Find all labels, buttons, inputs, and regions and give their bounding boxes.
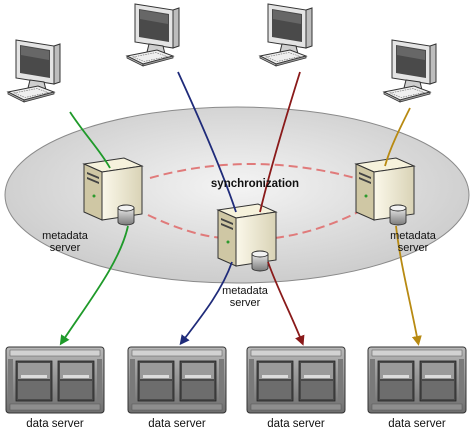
data-server-1-label: data server <box>26 418 84 430</box>
client-computer-3 <box>259 3 313 67</box>
sync-link-center-right <box>274 209 363 239</box>
metadata-server-right-line1: metadata <box>390 230 436 242</box>
client-computer-1 <box>7 39 61 103</box>
metadata-server-center-line2: server <box>229 297 261 309</box>
metadata-server-center-label: metadata server <box>200 285 290 309</box>
client-computer-2 <box>126 3 180 67</box>
metadata-server-left <box>83 157 143 226</box>
flow-line-gold <box>384 107 418 342</box>
metadata-server-center-line1: metadata <box>222 285 268 297</box>
data-server-2 <box>127 346 227 414</box>
metadata-server-right <box>355 157 415 226</box>
client-computer-4 <box>383 39 437 103</box>
metadata-server-right-label: metadata server <box>368 230 458 254</box>
metadata-server-left-label: metadata server <box>20 230 110 254</box>
synchronization-label: synchronization <box>210 178 300 190</box>
data-server-4 <box>367 346 467 414</box>
metadata-server-center <box>217 203 277 272</box>
sync-link-left-right <box>149 163 356 179</box>
flow-line-maroon <box>259 71 302 342</box>
metadata-server-left-line2: server <box>49 242 81 254</box>
data-server-2-label: data server <box>148 418 206 430</box>
metadata-server-left-line1: metadata <box>42 230 88 242</box>
data-server-3-label: data server <box>267 418 325 430</box>
sync-link-left-center <box>147 214 223 239</box>
metadata-cluster-ellipse <box>4 106 470 284</box>
metadata-server-right-line2: server <box>397 242 429 254</box>
data-server-1 <box>5 346 105 414</box>
synchronization-links <box>147 163 363 239</box>
data-server-4-label: data server <box>388 418 446 430</box>
flow-line-green <box>62 111 129 342</box>
flow-line-navy <box>178 71 237 342</box>
data-server-3 <box>246 346 346 414</box>
